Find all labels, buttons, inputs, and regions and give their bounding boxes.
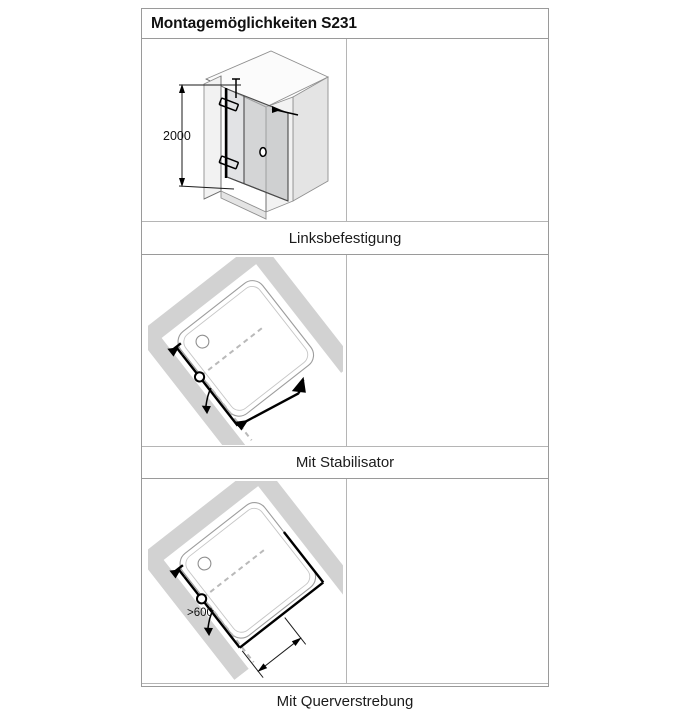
figure-cell-mit-querverstrebung: >600 (142, 479, 347, 683)
wall-bracket-top (169, 564, 186, 579)
drain-icon (197, 556, 212, 571)
diagram-row-mit-stabilisator (142, 255, 548, 447)
dimension-over-600 (241, 617, 307, 678)
caption-mit-querverstrebung: Mit Querverstrebung (276, 692, 414, 710)
isometric-shower-figure: 2000 (163, 50, 330, 220)
shower-tray (177, 280, 315, 417)
empty-cell-right-2 (347, 255, 548, 446)
empty-cell-right-1 (347, 39, 548, 221)
table-header-row: Montagemöglichkeiten S231 (142, 9, 548, 39)
rotated-plan-group-1 (148, 257, 343, 445)
caption-row-linksbefestigung: Linksbefestigung (142, 222, 548, 255)
diagram-row-mit-querverstrebung: >600 (142, 479, 548, 684)
caption-mit-stabilisator: Mit Stabilisator (295, 454, 395, 471)
hinge-pivot-icon (193, 371, 206, 383)
dimension-2000: 2000 (163, 84, 241, 190)
door-hinges (218, 97, 239, 170)
drain-icon (195, 334, 210, 349)
caption-row-mit-querverstrebung: Mit Querverstrebung (142, 684, 548, 718)
mounting-options-table: Montagemöglichkeiten S231 (141, 8, 549, 710)
page-title: Montagemöglichkeiten S231 (151, 14, 357, 32)
cross-brace (239, 531, 325, 649)
hinge-pivot-icon (195, 593, 208, 605)
floor-plan-crossbrace-figure: >600 (148, 481, 343, 680)
floor-plan-stabiliser-figure (148, 257, 343, 445)
opening-direction-arrow (203, 609, 214, 637)
dimension-2000-label: 2000 (163, 129, 191, 143)
wall-outline (148, 481, 343, 680)
stabiliser-bar (234, 376, 306, 431)
stabiliser-rod (232, 78, 299, 116)
empty-cell-right-3 (347, 479, 548, 683)
caption-row-mit-stabilisator: Mit Stabilisator (142, 447, 548, 479)
diagram-row-linksbefestigung: 2000 (142, 39, 548, 222)
shower-tray (179, 502, 317, 639)
figure-cell-linksbefestigung: 2000 (142, 39, 347, 221)
dimension-over-600-label: >600 (187, 607, 213, 619)
caption-linksbefestigung: Linksbefestigung (288, 229, 402, 247)
figure-cell-mit-stabilisator (142, 255, 347, 446)
page-root: Montagemöglichkeiten S231 (141, 8, 549, 710)
opening-direction-arrow (201, 387, 212, 415)
rotated-plan-group-2 (148, 481, 343, 680)
wall-bracket-top (167, 342, 184, 357)
door-handle (259, 146, 267, 158)
wall-outline (148, 257, 343, 445)
